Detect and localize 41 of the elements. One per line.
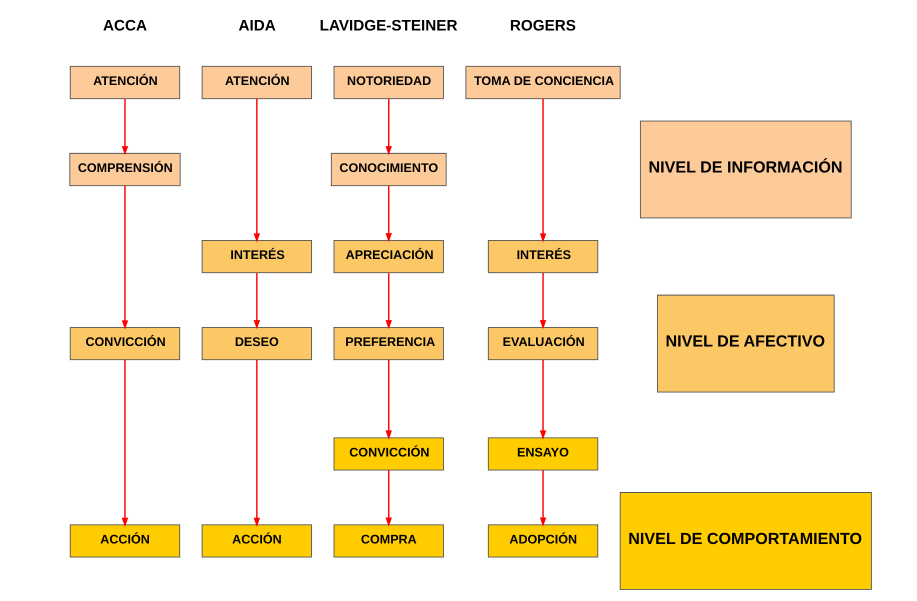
node-box: ADOPCIÓN <box>487 524 598 558</box>
label: ROGERS <box>509 18 576 35</box>
arrow <box>539 360 546 440</box>
node-box: ACCIÓN <box>69 524 180 558</box>
arrow <box>121 99 128 156</box>
label: ACCA <box>102 18 147 35</box>
node-box: INTERÉS <box>201 240 312 274</box>
node-box: NIVEL DE AFECTIVO <box>656 294 834 392</box>
node-box: ENSAYO <box>487 437 598 471</box>
node-box: TOMA DE CONCIENCIA <box>464 66 620 100</box>
node-box: ATENCIÓN <box>69 66 180 100</box>
node-box: CONVICCIÓN <box>333 437 444 471</box>
arrow <box>385 360 392 440</box>
node-box: NIVEL DE INFORMACIÓN <box>639 120 852 218</box>
node-box: CONVICCIÓN <box>69 326 180 360</box>
node-box: COMPRA <box>333 524 444 558</box>
node-box: ACCIÓN <box>201 524 312 558</box>
node-box: NIVEL DE COMPORTAMIENTO <box>619 492 872 590</box>
node-box: PREFERENCIA <box>333 326 444 360</box>
arrow <box>539 273 546 330</box>
node-box: CONOCIMIENTO <box>330 152 446 186</box>
label: AIDA <box>238 18 276 35</box>
node-box: ATENCIÓN <box>201 66 312 100</box>
arrow <box>385 186 392 242</box>
node-box: DESEO <box>201 326 312 360</box>
arrow <box>385 273 392 330</box>
node-box: EVALUACIÓN <box>487 326 598 360</box>
label: LAVIDGE-STEINER <box>319 18 457 35</box>
arrow <box>253 273 260 330</box>
arrow <box>539 98 546 243</box>
arrow <box>121 360 128 527</box>
arrow <box>253 98 260 243</box>
node-box: APRECIACIÓN <box>333 240 444 274</box>
arrow <box>253 360 260 527</box>
arrow <box>385 99 392 156</box>
arrow <box>539 470 546 527</box>
arrow <box>385 470 392 527</box>
node-box: INTERÉS <box>487 240 598 274</box>
arrow <box>121 186 128 330</box>
node-box: COMPRENSIÓN <box>68 152 180 186</box>
node-box: NOTORIEDAD <box>333 66 444 100</box>
